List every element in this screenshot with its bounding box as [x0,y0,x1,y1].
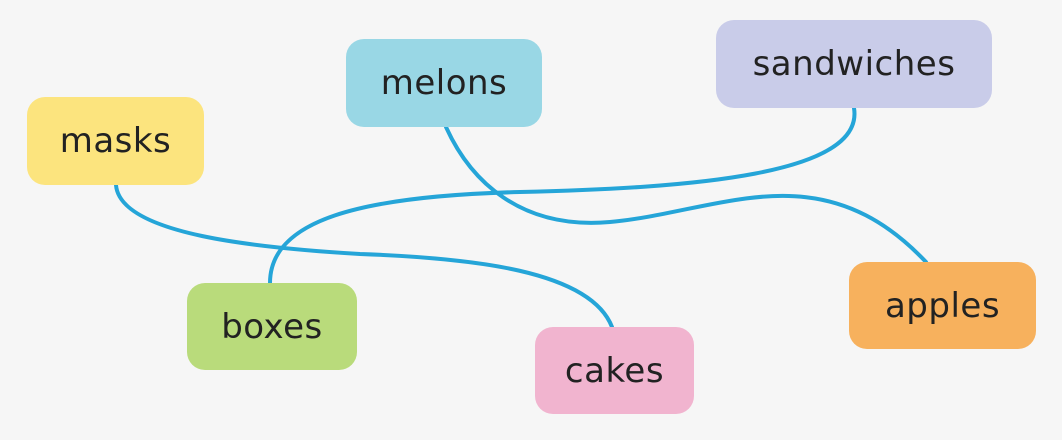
word-box-cakes[interactable]: cakes [535,327,694,414]
word-box-boxes[interactable]: boxes [187,283,357,370]
line-masks-to-cakes [114,183,614,329]
word-box-apples[interactable]: apples [849,262,1036,349]
word-box-masks[interactable]: masks [27,97,204,185]
word-box-sandwiches[interactable]: sandwiches [716,20,992,108]
word-box-melons[interactable]: melons [346,39,542,127]
line-sandwiches-to-boxes [268,106,857,285]
line-melons-to-apples [444,125,928,264]
